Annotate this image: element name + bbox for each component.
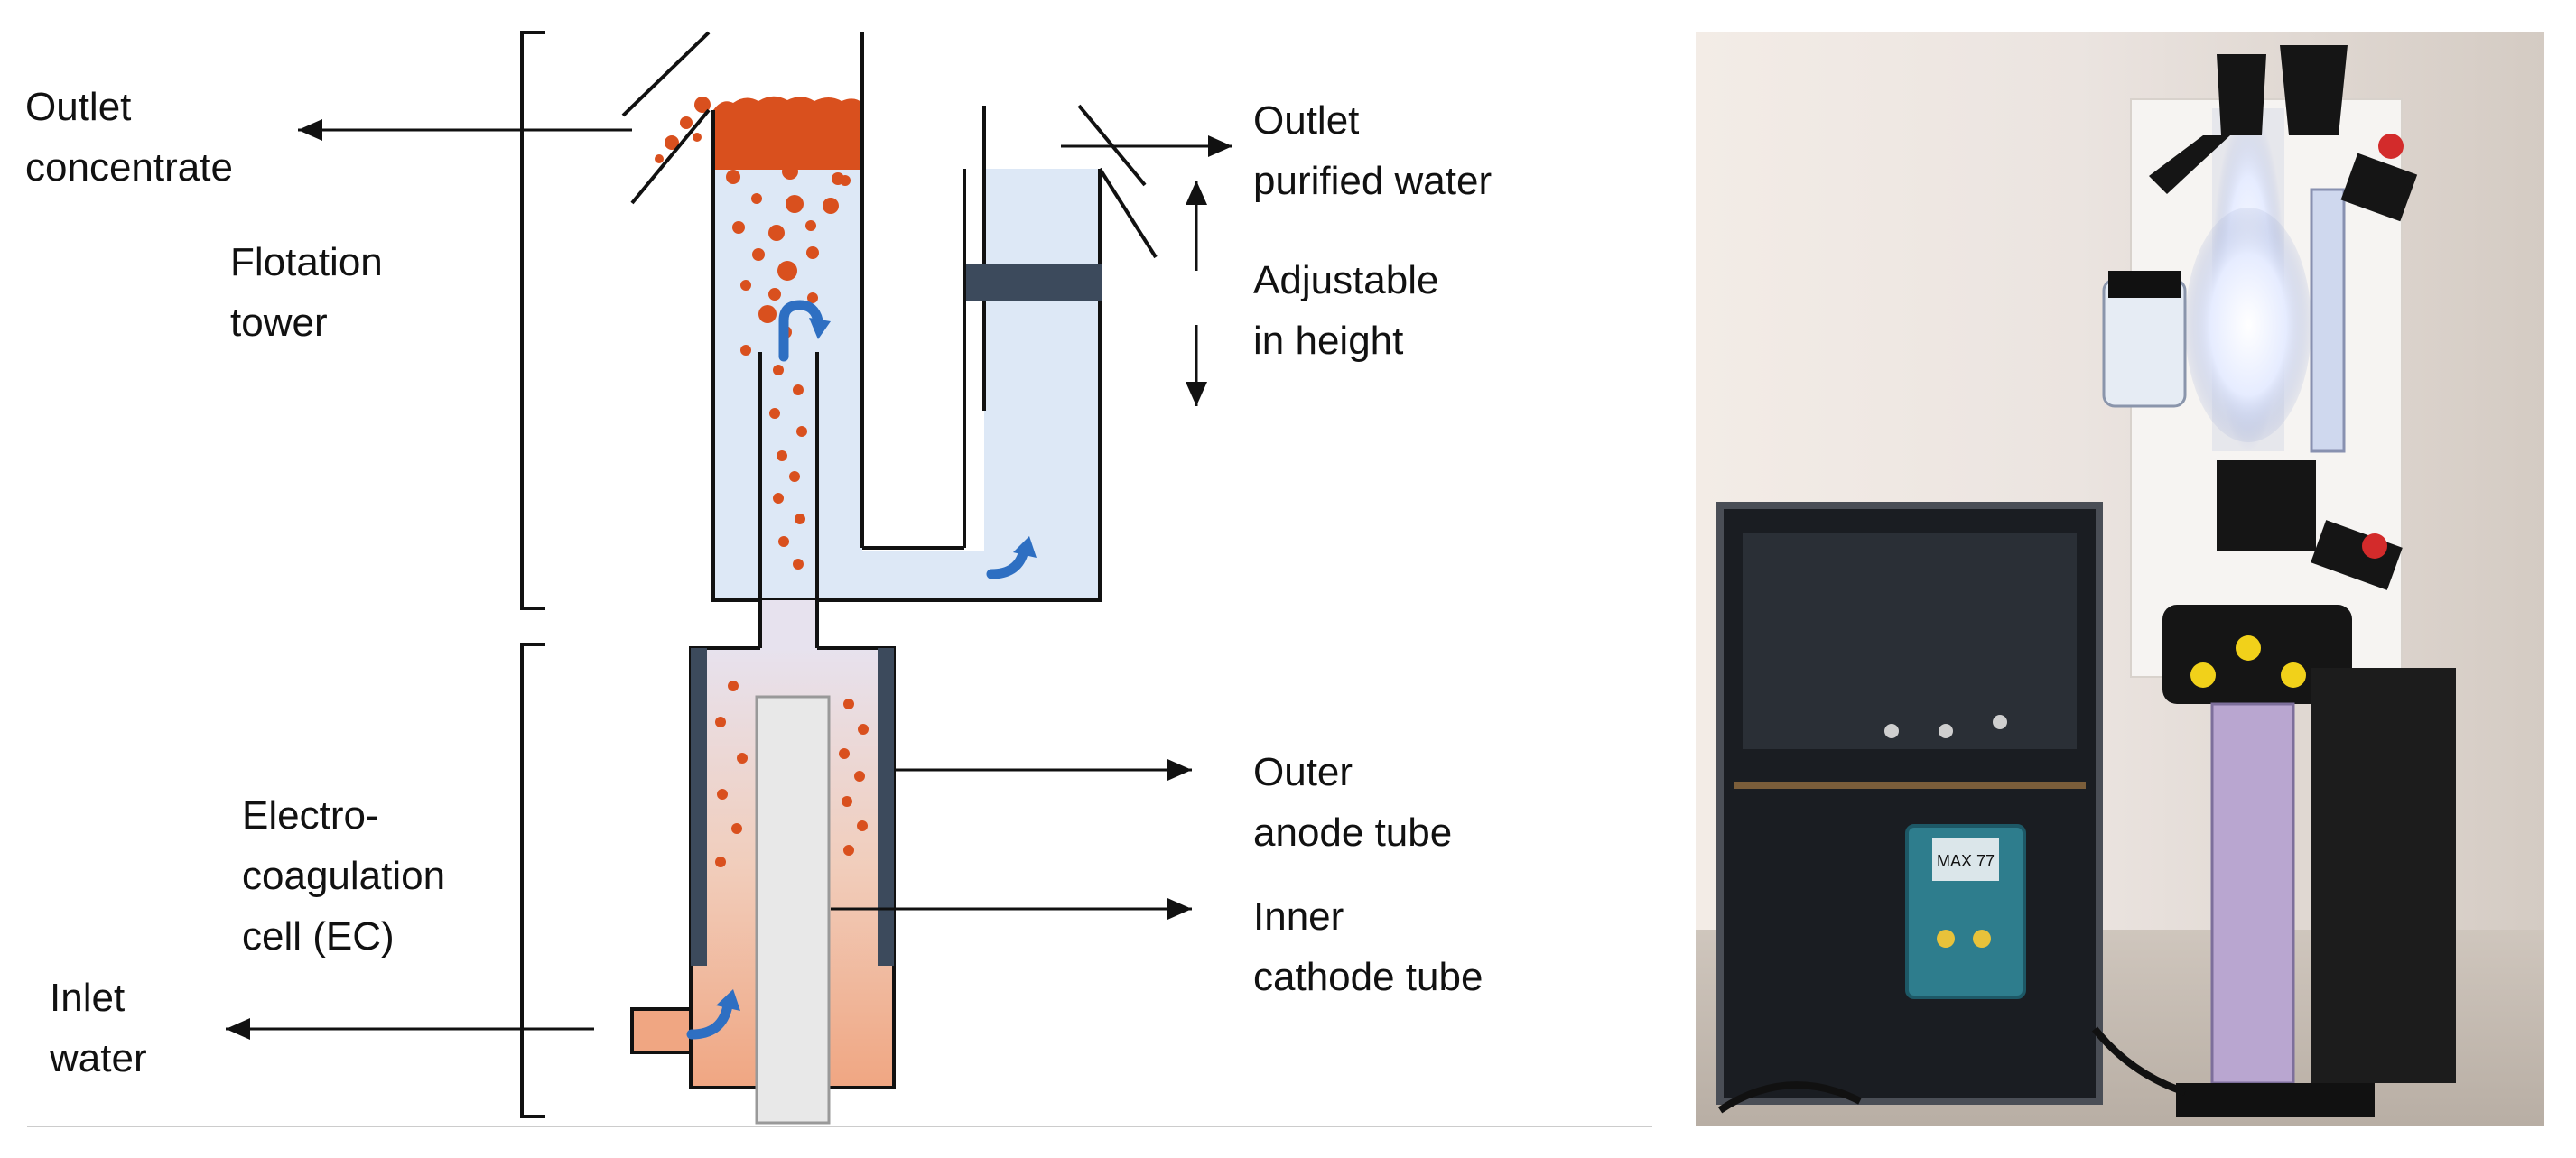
label-flotation-tower: Flotation tower xyxy=(230,240,394,345)
top-funnels xyxy=(2217,45,2348,135)
riser-bubbles xyxy=(769,365,807,570)
label-adjustable: Adjustable in height xyxy=(1253,258,1450,363)
column-base xyxy=(2176,1083,2375,1117)
label-inlet-water: Inlet water xyxy=(49,976,147,1080)
bracket-flotation-tower xyxy=(520,31,545,610)
column-back-panel xyxy=(2311,668,2456,1083)
tower-water xyxy=(713,126,862,600)
outer-anode-right xyxy=(878,648,894,966)
label-ec-cell: Electro- coagulation cell (EC) xyxy=(242,793,456,959)
controller-buttons xyxy=(1937,930,1991,948)
right-tube xyxy=(2310,188,2346,453)
right-chamber-water xyxy=(984,169,1100,600)
label-inner-cathode: Inner cathode tube xyxy=(1253,894,1483,999)
ec-bubbles xyxy=(715,681,869,867)
label-outlet-purified: Outlet purified water xyxy=(1253,98,1492,203)
label-outlet-concentrate: Outlet concentrate xyxy=(25,85,233,190)
overflow-particles xyxy=(655,97,711,163)
middle-joint xyxy=(2217,460,2316,551)
bracket-ec-cell xyxy=(520,643,545,1118)
outer-anode-left xyxy=(691,648,707,966)
tower-bubbles xyxy=(726,163,851,356)
side-bottle xyxy=(2102,278,2187,408)
cabinet-knobs xyxy=(1884,715,2007,738)
label-outer-anode: Outer anode tube xyxy=(1253,750,1452,855)
concentrate-layer xyxy=(713,96,862,170)
ec-column-tube xyxy=(2210,702,2295,1085)
floor-cables xyxy=(1717,1026,2187,1114)
cabinet-window xyxy=(1743,533,2077,749)
concentrate-weir xyxy=(621,31,711,205)
adjustable-weir xyxy=(966,264,1102,301)
outlet-elbow-right xyxy=(2340,153,2418,222)
schematic: Outlet concentrate Flotation tower Outle… xyxy=(25,31,1652,1127)
controller-display-text: MAX 77 xyxy=(1937,852,1995,870)
pointer-arrows xyxy=(226,119,1232,1040)
ec-column-bolts xyxy=(2190,635,2306,688)
device-photo: MAX 77 xyxy=(1696,32,2544,1126)
inlet-pipe xyxy=(630,1007,693,1054)
outlet-elbow-left xyxy=(2149,135,2230,194)
inner-cathode-tube xyxy=(755,695,831,1125)
ec-cell-neck xyxy=(760,600,817,650)
ec-flow-arrows xyxy=(686,989,740,1040)
controller-display xyxy=(1932,838,1999,881)
